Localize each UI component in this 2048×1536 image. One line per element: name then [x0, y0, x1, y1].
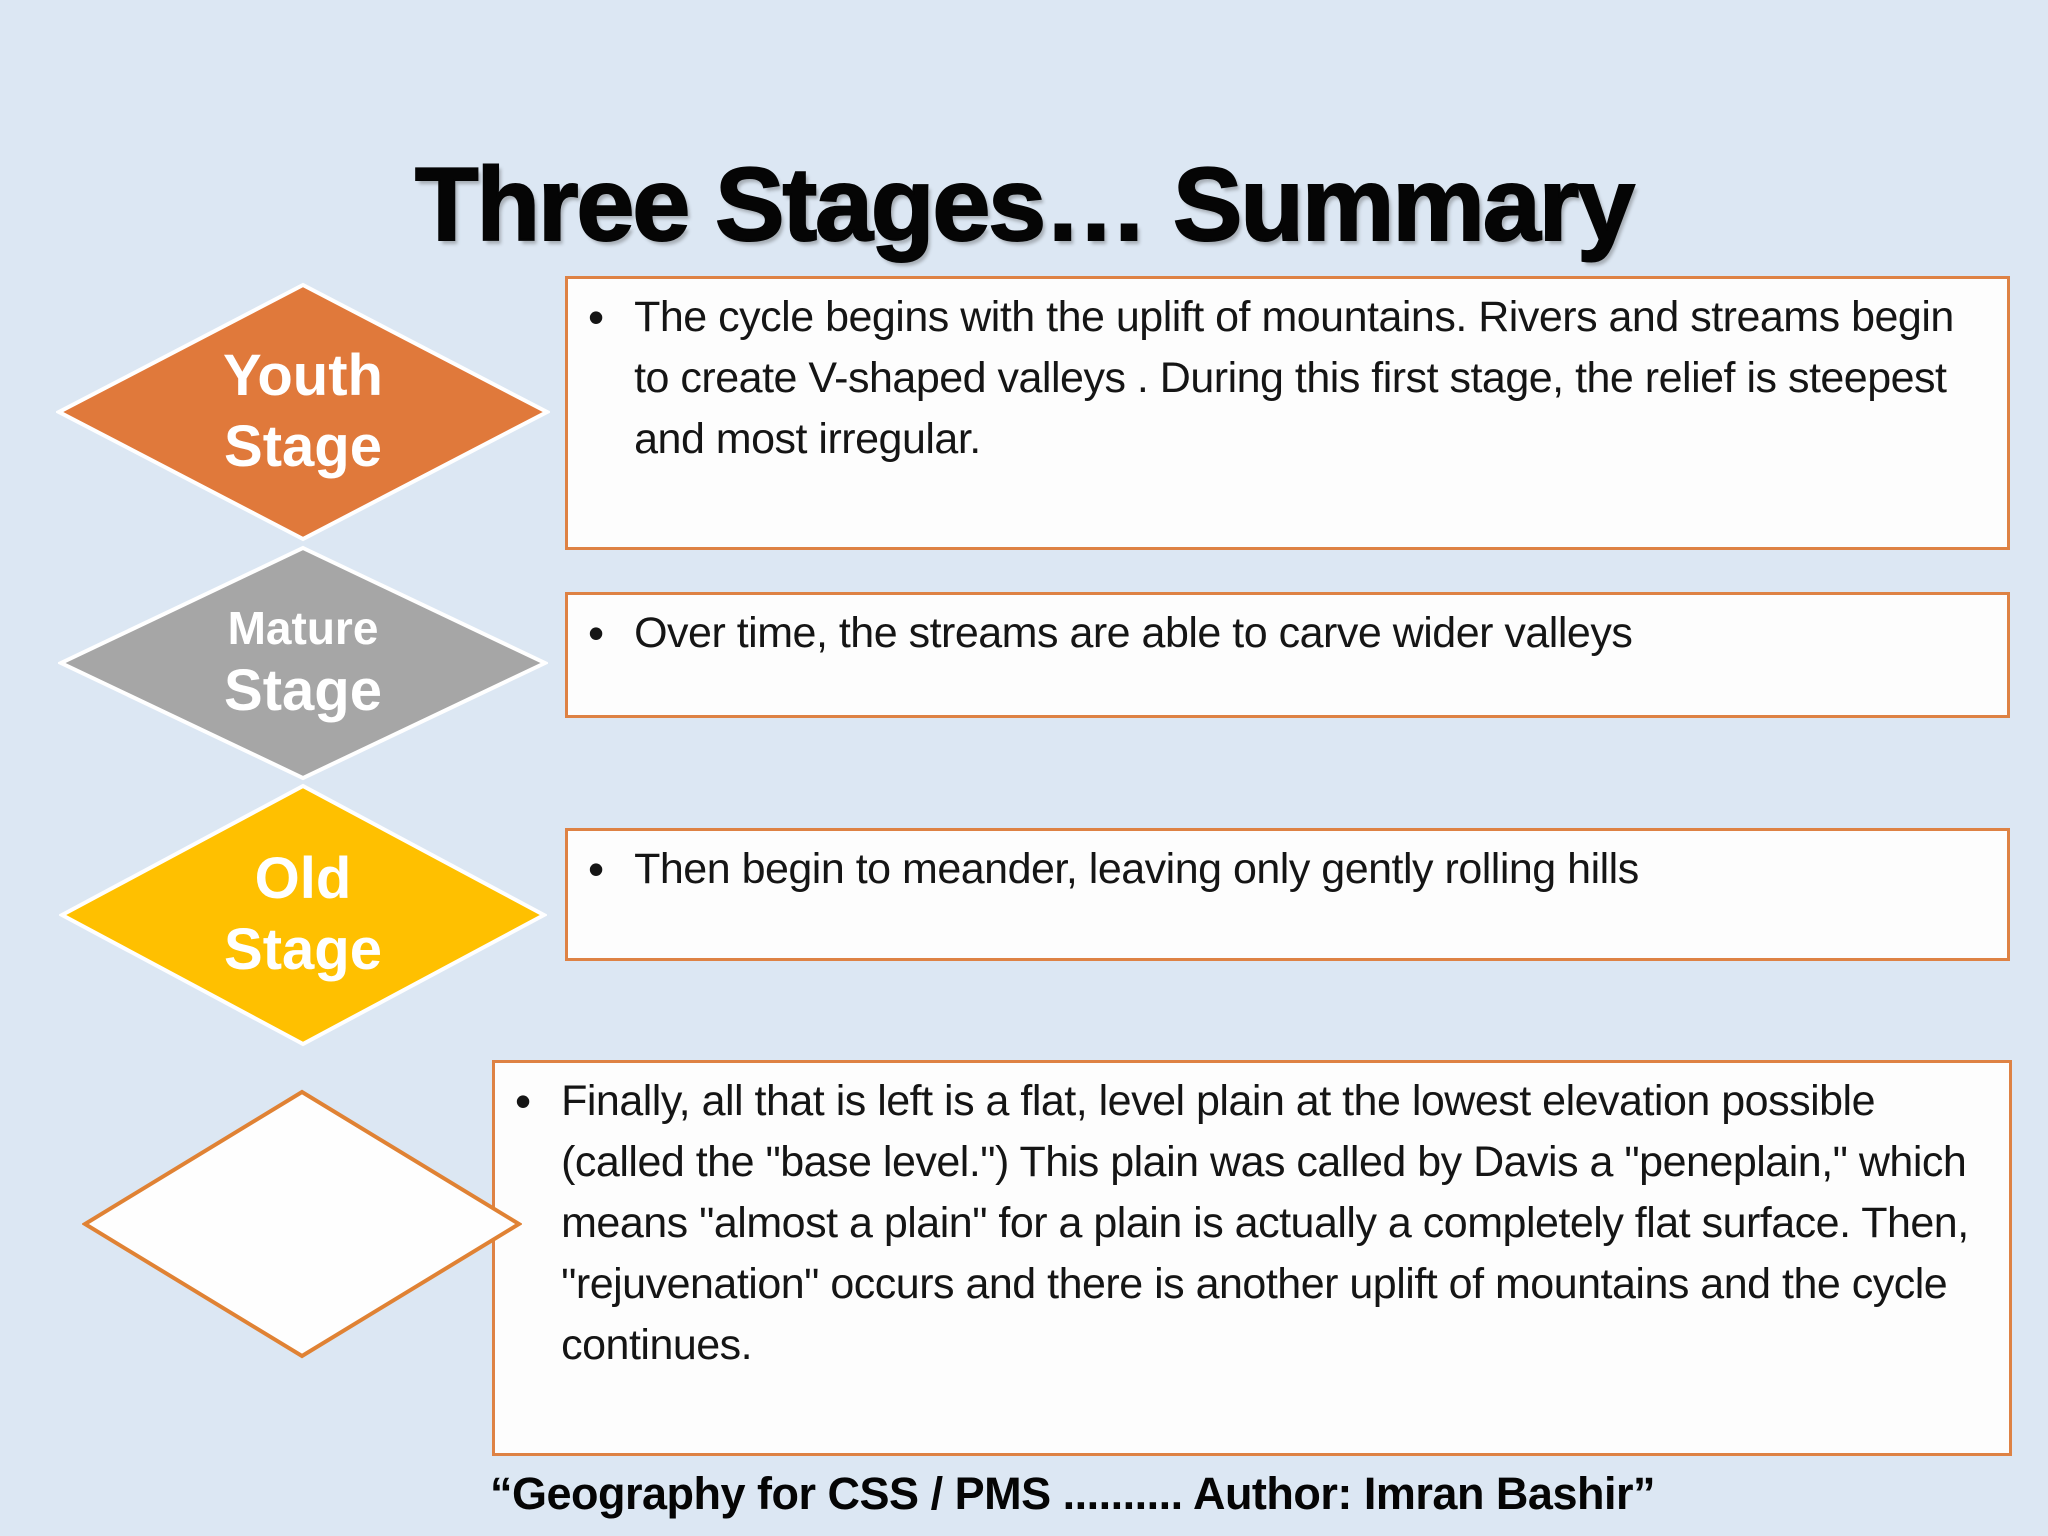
- mature-diamond-polygon: [58, 545, 548, 781]
- empty-diamond-polygon: [82, 1089, 522, 1359]
- old-stage-label-line1: Old: [254, 846, 352, 912]
- bullet-row: • The cycle begins with the uplift of mo…: [568, 279, 2007, 470]
- bullet-row: • Over time, the streams are able to car…: [568, 595, 2007, 664]
- bullet-glyph: •: [515, 1075, 532, 1127]
- mature-stage-textbox: • Over time, the streams are able to car…: [565, 592, 2010, 718]
- mature-stage-label-line1: Mature: [227, 601, 379, 654]
- mature-stage-diamond: Mature Stage: [58, 545, 548, 781]
- youth-diamond-polygon: [56, 282, 550, 542]
- mature-stage-label: Mature Stage: [58, 545, 548, 781]
- youth-stage-label: Youth Stage: [56, 282, 550, 542]
- footer-credit: “Geography for CSS / PMS .......... Auth…: [490, 1468, 1656, 1519]
- old-stage-text: Then begin to meander, leaving only gent…: [634, 845, 1639, 893]
- slide-title: Three Stages… Summary: [414, 146, 1636, 264]
- bullet-glyph: •: [588, 291, 605, 343]
- diamond-shape-icon: [58, 545, 548, 781]
- empty-stage-label: [82, 1089, 522, 1359]
- bullet-glyph: •: [588, 843, 605, 895]
- mature-stage-label-line2: Stage: [224, 657, 382, 723]
- youth-stage-label-line2: Stage: [224, 414, 382, 479]
- old-stage-label: Old Stage: [59, 783, 547, 1047]
- bullet-glyph: •: [588, 607, 605, 659]
- final-stage-textbox: • Finally, all that is left is a flat, l…: [492, 1060, 2012, 1456]
- youth-stage-text: The cycle begins with the uplift of moun…: [634, 293, 1954, 463]
- youth-stage-diamond: Youth Stage: [56, 282, 550, 542]
- empty-stage-diamond: [82, 1089, 522, 1359]
- diamond-shape-icon: [59, 783, 547, 1047]
- mature-stage-text: Over time, the streams are able to carve…: [634, 609, 1633, 657]
- youth-stage-label-line1: Youth: [223, 343, 383, 409]
- bullet-row: • Then begin to meander, leaving only ge…: [568, 831, 2007, 900]
- old-stage-textbox: • Then begin to meander, leaving only ge…: [565, 828, 2010, 961]
- youth-stage-textbox: • The cycle begins with the uplift of mo…: [565, 276, 2010, 550]
- bullet-row: • Finally, all that is left is a flat, l…: [495, 1063, 2009, 1376]
- final-stage-text: Finally, all that is left is a flat, lev…: [561, 1077, 1969, 1369]
- old-stage-diamond: Old Stage: [59, 783, 547, 1047]
- diamond-shape-icon: [56, 282, 550, 542]
- old-diamond-polygon: [59, 783, 547, 1047]
- diamond-shape-icon: [82, 1089, 522, 1359]
- old-stage-label-line2: Stage: [224, 917, 382, 982]
